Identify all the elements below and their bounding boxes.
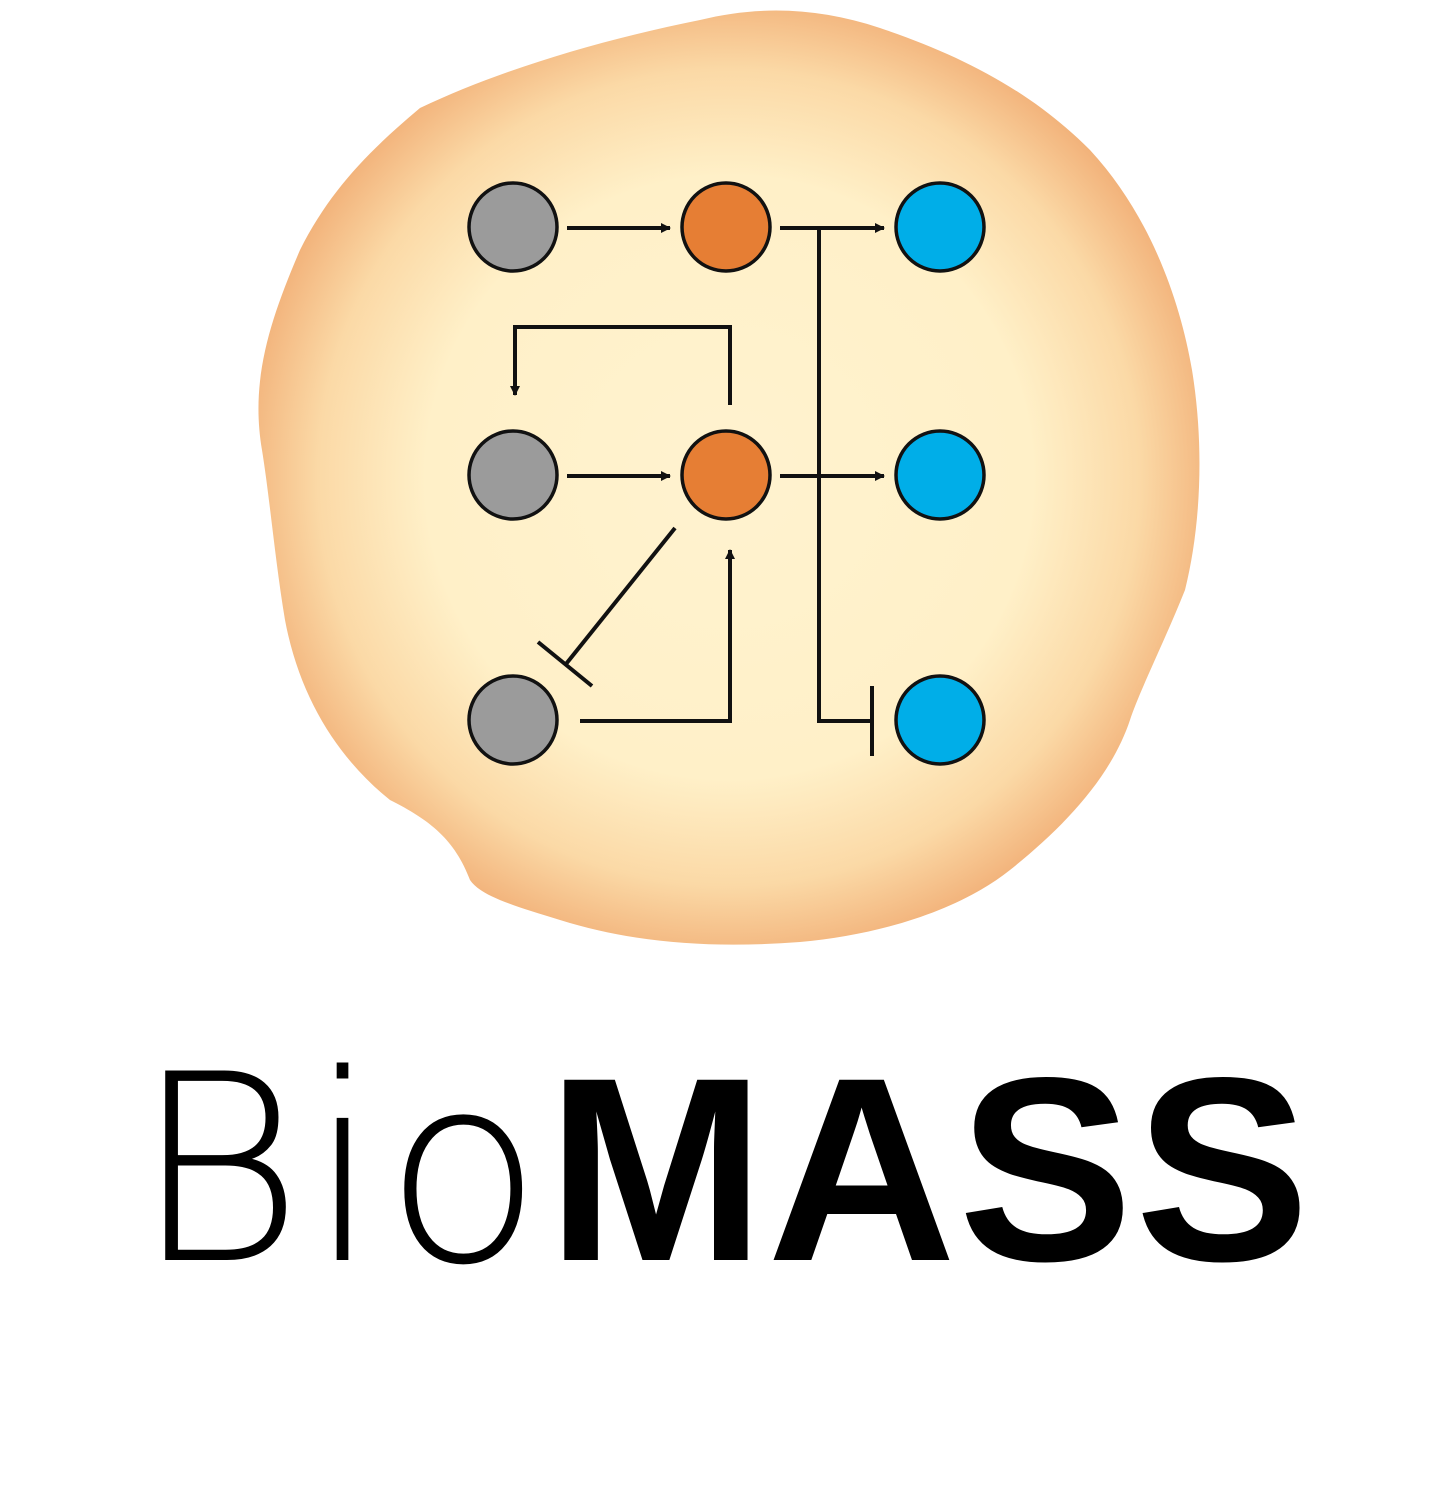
node-orange-1 <box>680 181 772 273</box>
node-gray-2 <box>467 429 559 521</box>
inhibition-bar-gray3 <box>536 640 594 688</box>
network-nodes <box>467 181 986 766</box>
network-edges <box>510 223 885 756</box>
node-blue-3 <box>894 674 986 766</box>
wordmark-bio: Bio <box>133 1020 547 1322</box>
edge-orange1-blue3-inhibit <box>817 228 872 723</box>
wordmark-mass: MASS <box>546 1023 1312 1316</box>
biomass-logo-graphic <box>258 10 1200 945</box>
node-blue-1 <box>894 181 986 273</box>
node-orange-2 <box>680 429 772 521</box>
edge-orange2-gray3-inhibit <box>564 526 677 666</box>
node-gray-3 <box>467 674 559 766</box>
edge-gray3-orange2 <box>580 549 735 723</box>
biomass-wordmark: BioMASS <box>0 1039 1445 1302</box>
node-blue-2 <box>894 429 986 521</box>
node-gray-1 <box>467 181 559 273</box>
edge-orange2-gray2-loop <box>510 325 732 405</box>
